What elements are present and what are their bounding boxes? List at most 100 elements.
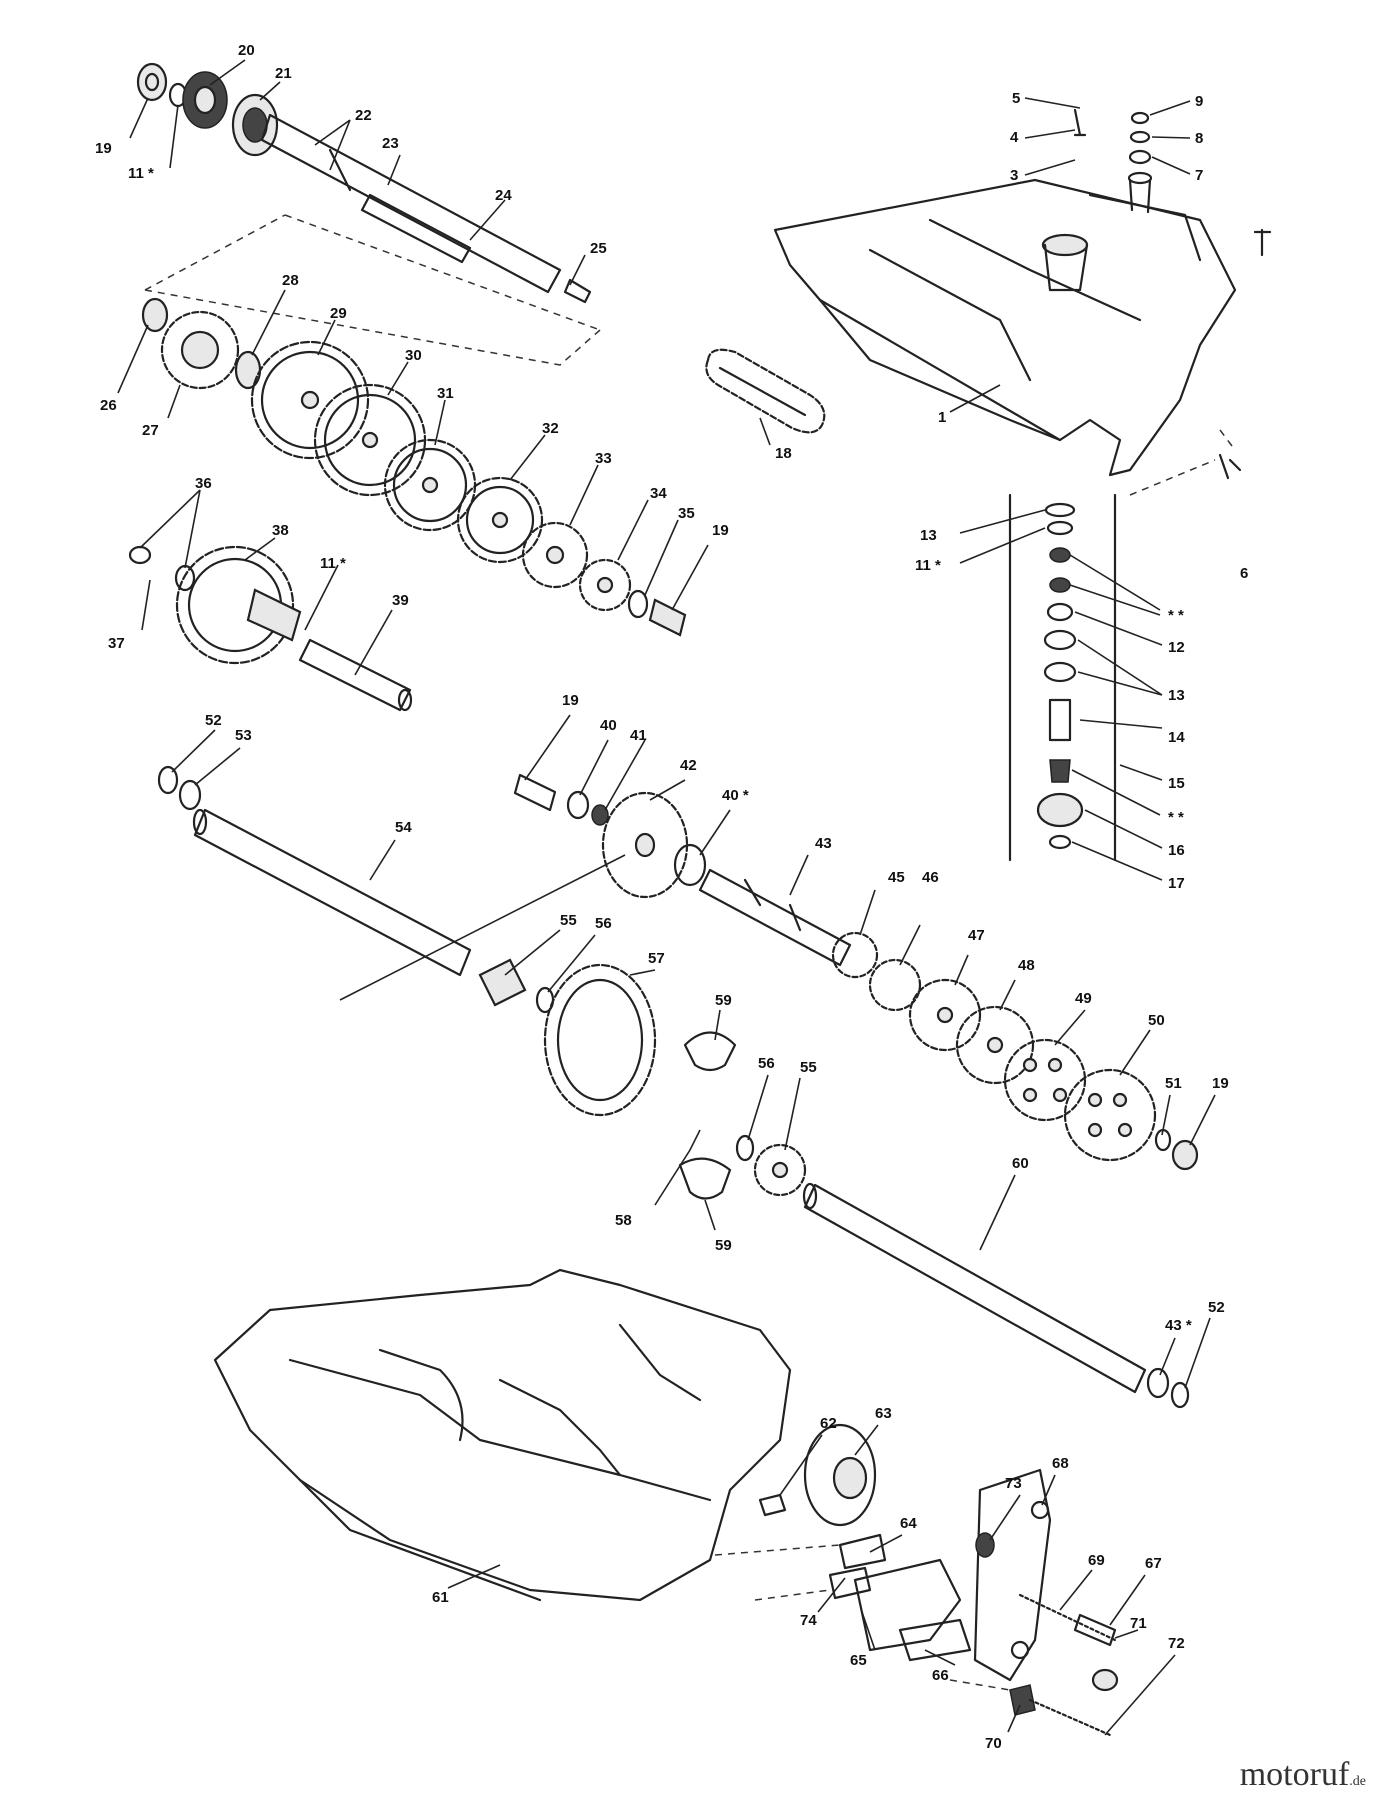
label-12: 12 bbox=[1168, 639, 1185, 656]
part-65-66-bracket bbox=[853, 1558, 972, 1662]
part-51-19-end-parts bbox=[1154, 1128, 1199, 1171]
part-21-bearing bbox=[231, 93, 279, 157]
label-66: 66 bbox=[932, 1667, 949, 1684]
label-46: 46 bbox=[922, 869, 939, 886]
part-9-8-7-6-small-parts bbox=[1073, 108, 1272, 480]
label-59: 59 bbox=[715, 992, 732, 1009]
label-68: 68 bbox=[1052, 1455, 1069, 1472]
label-32: 32 bbox=[542, 420, 559, 437]
label-34: 34 bbox=[650, 485, 667, 502]
label-17: 17 bbox=[1168, 875, 1185, 892]
label-52: 52 bbox=[205, 712, 222, 729]
label-8: 8 bbox=[1195, 130, 1203, 147]
part-34-gear bbox=[578, 558, 632, 612]
label-4: 4 bbox=[1010, 129, 1019, 146]
part-49-gear-holes bbox=[1003, 1038, 1087, 1122]
part-43-52-end-washers bbox=[1146, 1367, 1190, 1409]
part-27-sprocket bbox=[160, 310, 240, 390]
label-19: 19 bbox=[712, 522, 729, 539]
label-74: 74 bbox=[800, 1612, 817, 1629]
label-58: 58 bbox=[615, 1212, 632, 1229]
part-45-46-47-48-gears bbox=[831, 931, 1035, 1085]
label-11: 11 * bbox=[915, 557, 941, 574]
label-22: 22 bbox=[355, 107, 372, 124]
label-45: 45 bbox=[888, 869, 905, 886]
label-31: 31 bbox=[437, 385, 454, 402]
label-11: 11 * bbox=[128, 165, 154, 182]
label-56: 56 bbox=[758, 1055, 775, 1072]
label-25: 25 bbox=[590, 240, 607, 257]
leader-lines bbox=[117, 59, 1216, 1736]
part-57-ring-gear bbox=[543, 963, 657, 1117]
label-36: 36 bbox=[195, 475, 212, 492]
label-39: 39 bbox=[392, 592, 409, 609]
label-29: 29 bbox=[330, 305, 347, 322]
label-33: 33 bbox=[595, 450, 612, 467]
label-65: 65 bbox=[850, 1652, 867, 1669]
label-56: 56 bbox=[595, 915, 612, 932]
label-62: 62 bbox=[820, 1415, 837, 1432]
part-59-pinion-upper bbox=[683, 1031, 737, 1072]
label-26: 26 bbox=[100, 397, 117, 414]
label-42: 42 bbox=[680, 757, 697, 774]
part-39-shaft bbox=[298, 638, 413, 712]
label-7: 7 bbox=[1195, 167, 1203, 184]
part-54-long-shaft bbox=[192, 808, 472, 977]
label-52: 52 bbox=[1208, 1299, 1225, 1316]
label-1: 1 bbox=[938, 409, 946, 426]
label-48: 48 bbox=[1018, 957, 1035, 974]
part-29-gear bbox=[250, 340, 370, 460]
label-19: 19 bbox=[1212, 1075, 1229, 1092]
part-26-bushing bbox=[141, 297, 169, 333]
part-63-disc bbox=[803, 1423, 877, 1527]
part-64-74-blocks bbox=[828, 1533, 887, 1600]
part-30-gear bbox=[313, 383, 427, 497]
part-19-bushing-top bbox=[136, 62, 168, 102]
label-59: 59 bbox=[715, 1237, 732, 1254]
label-19: 19 bbox=[95, 140, 112, 157]
label-43: 43 bbox=[815, 835, 832, 852]
part-50-gear-holes bbox=[1063, 1068, 1157, 1162]
outline-box-housing-right bbox=[1129, 429, 1236, 496]
part-18-chain bbox=[705, 348, 826, 434]
part-68-73-lever-plate bbox=[973, 1468, 1052, 1682]
label-20: 20 bbox=[238, 42, 255, 59]
label-23: 23 bbox=[382, 135, 399, 152]
watermark-brand: motoruf bbox=[1239, 1756, 1350, 1793]
label-double-asterisk: * * bbox=[1168, 809, 1184, 826]
label-40: 40 * bbox=[722, 787, 749, 804]
part-33-gear bbox=[521, 521, 589, 589]
label-30: 30 bbox=[405, 347, 422, 364]
part-62-pin bbox=[758, 1493, 787, 1517]
label-13: 13 bbox=[1168, 687, 1185, 704]
label-9: 9 bbox=[1195, 93, 1203, 110]
label-15: 15 bbox=[1168, 775, 1185, 792]
label-61: 61 bbox=[432, 1589, 449, 1606]
watermark-logo: motoruf.de bbox=[1240, 1756, 1366, 1794]
label-71: 71 bbox=[1130, 1615, 1147, 1632]
outline-box-top-shaft bbox=[144, 214, 601, 366]
label-54: 54 bbox=[395, 819, 412, 836]
outline-box-control bbox=[714, 1544, 1011, 1691]
part-43-shaft bbox=[698, 868, 852, 967]
label-27: 27 bbox=[142, 422, 159, 439]
part-32-gear bbox=[456, 476, 544, 564]
label-72: 72 bbox=[1168, 1635, 1185, 1652]
part-35-washer bbox=[627, 589, 649, 619]
label-6: 6 bbox=[1240, 565, 1248, 582]
part-52-53-washers-left bbox=[157, 765, 202, 811]
label-55: 55 bbox=[560, 912, 577, 929]
part-20-gear-small bbox=[182, 71, 228, 129]
label-67: 67 bbox=[1145, 1555, 1162, 1572]
label-21: 21 bbox=[275, 65, 292, 82]
part-70-72-lower-springs bbox=[1009, 1668, 1119, 1737]
label-38: 38 bbox=[272, 522, 289, 539]
label-18: 18 bbox=[775, 445, 792, 462]
label-49: 49 bbox=[1075, 990, 1092, 1007]
part-40-washer bbox=[673, 843, 707, 887]
part-19-40-41-bushing-washer bbox=[513, 773, 609, 826]
part-28-spacer bbox=[234, 350, 262, 390]
part-number-labels: 20 21 19 11 * 22 23 24 25 28 29 30 26 27… bbox=[95, 42, 1248, 1752]
label-28: 28 bbox=[282, 272, 299, 289]
label-69: 69 bbox=[1088, 1552, 1105, 1569]
